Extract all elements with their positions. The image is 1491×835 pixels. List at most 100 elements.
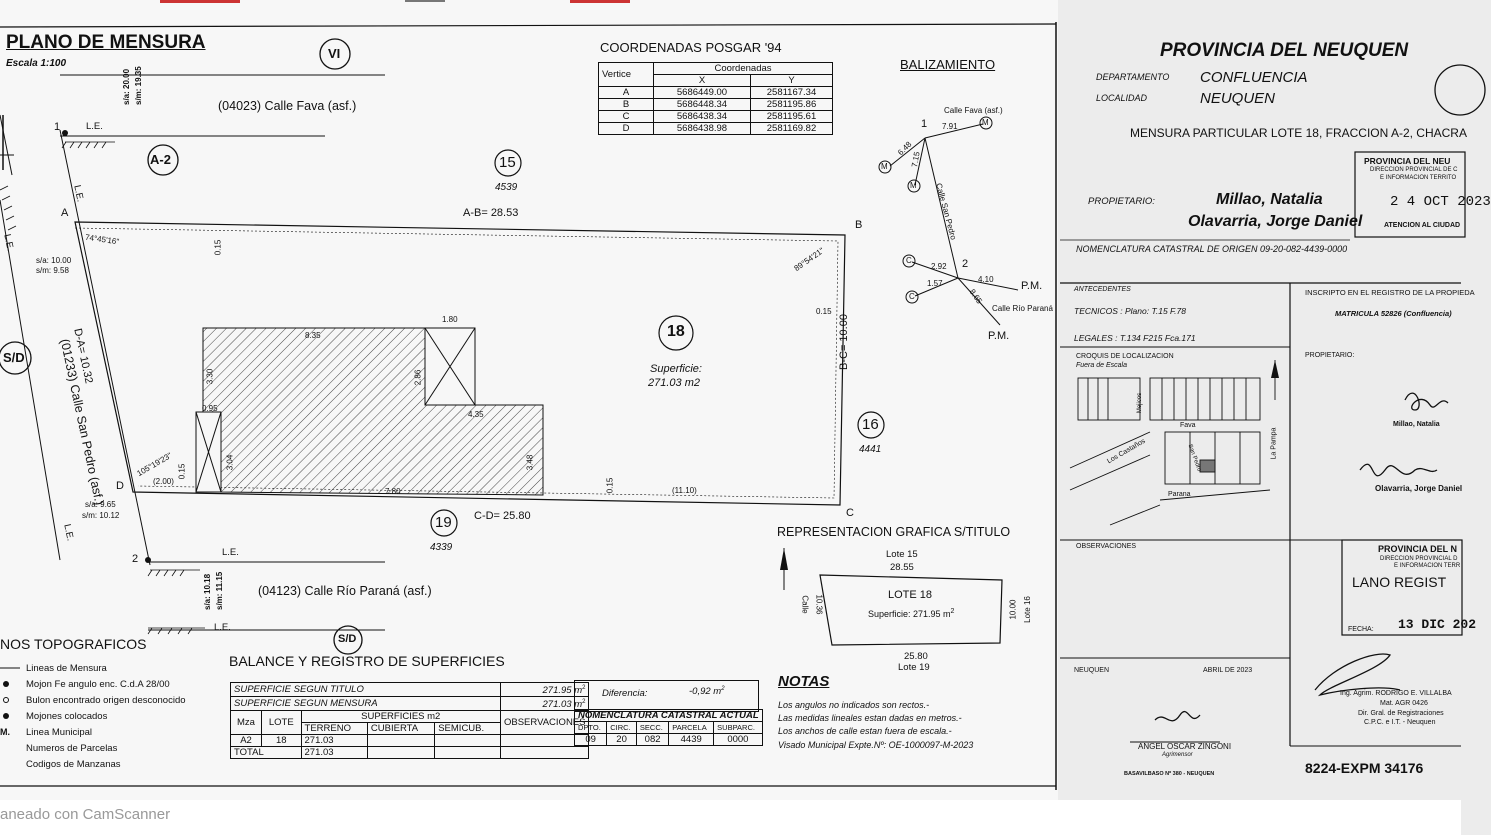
baliz-p1: 1 [921, 118, 928, 130]
street-fava: (04023) Calle Fava (asf.) [218, 99, 357, 113]
coords-header-y: Y [750, 74, 833, 87]
stamp2-line-a: PROVINCIA DEL N [1378, 544, 1458, 554]
graf-top: 28.55 [890, 562, 914, 573]
nom-title: NOMENCLATURA CATASTRAL ACTUAL [574, 709, 763, 722]
dim-835: 8.35 [305, 331, 321, 340]
lote-value: 18 [261, 734, 302, 748]
legend-m-label: M. [0, 727, 10, 737]
villalba-2: Mat. AGR 0426 [1380, 700, 1428, 707]
baliz-fava: Calle Fava (asf.) [944, 106, 1003, 115]
expediente-number: 8224-EXPM 34176 [1305, 760, 1424, 776]
croquis-fava: Fava [1180, 422, 1196, 429]
baliz-c2: C [909, 292, 915, 301]
baliz-p2: 2 [962, 258, 969, 270]
dep-value: CONFLUENCIA [1200, 69, 1308, 86]
loc-value: NEUQUEN [1200, 90, 1276, 107]
terreno-value: 271.03 [300, 734, 368, 748]
nom-h-dpto: DPTO. [573, 721, 608, 734]
graf-sup: Superficie: 271.95 m2 [868, 608, 955, 619]
dim-015-b: 0.15 [816, 307, 832, 316]
h-sup: SUPERFICIES m2 [300, 710, 502, 724]
coords-title: COORDENADAS POSGAR '94 [600, 40, 782, 55]
owner2-label: PROPIETARIO: [1305, 352, 1355, 359]
baliz-c1: C [906, 256, 912, 265]
nom-v-circ: 20 [606, 733, 637, 746]
diferencia-label: Diferencia: [602, 688, 648, 699]
croquis-label: CROQUIS DE LOCALIZACION [1076, 353, 1174, 360]
legales: LEGALES : T.134 F215 Fca.171 [1074, 333, 1196, 343]
graf-lote: LOTE 18 [888, 589, 933, 601]
dim-095: 0.95 [202, 404, 218, 413]
legend-item: Linea Municipal [26, 727, 93, 738]
baliz-pm1: P.M. [1021, 280, 1043, 292]
dim-780: 7.80 [385, 487, 401, 496]
legend-item: Bulon encontrado origen desconocido [26, 695, 186, 706]
inscripto: INSCRIPTO EN EL REGISTRO DE LA PROPIEDA [1305, 288, 1475, 297]
vertex-c: C [846, 507, 854, 519]
baliz-m2: M [881, 162, 888, 171]
agrim-sub: Agrimensor [1162, 752, 1193, 758]
croquis-mejicos: Mejicos [1137, 392, 1144, 414]
mza-value: A2 [230, 734, 262, 748]
vertex-d: D [116, 480, 124, 492]
titulo-label: SUPERFICIE SEGUN TITULO [234, 684, 364, 696]
nom-v-secc: 082 [635, 733, 670, 746]
baliz-292: 2.92 [931, 262, 947, 271]
neuquen-label: NEUQUEN [1074, 667, 1110, 674]
baliz-title: BALIZAMIENTO [900, 57, 996, 72]
nom-h-secc: SECC. [635, 721, 670, 734]
sig-owner-1: Millao, Natalia [1393, 421, 1440, 428]
legend-item: Mojon Fe angulo enc. C.d.A 28/00 [26, 679, 170, 690]
note-line: Las medidas lineales estan dadas en metr… [778, 713, 962, 723]
h-cubierta: CUBIERTA [366, 722, 436, 736]
coords-header-vertice: Vertice [598, 62, 654, 87]
owner-1: Millao, Natalia [1216, 191, 1323, 208]
agrim-name: ANGEL OSCAR ZINGONI [1138, 742, 1232, 751]
stamp2-line-d: LANO REGIST [1352, 574, 1447, 590]
villalba-1: Ing. Agrim. RODRIGO E. VILLALBA [1340, 690, 1452, 697]
villalba-4: C.P.C. e I.T. - Neuquen [1364, 719, 1436, 726]
note-line: Visado Municipal Expte.Nº: OE-1000097-M-… [778, 740, 974, 750]
owner-2: Olavarria, Jorge Daniel [1188, 213, 1363, 230]
block-a2: A-2 [150, 152, 171, 167]
le-top: L.E. [86, 121, 103, 132]
mensura-label: SUPERFICIE SEGUN MENSURA [234, 698, 378, 710]
antecedentes-label: ANTECEDENTES [1074, 286, 1131, 293]
graf-lote15: Lote 15 [886, 549, 918, 560]
owner-label: PROPIETARIO: [1088, 196, 1155, 207]
stamp1-line-a: PROVINCIA DEL NEU [1364, 156, 1451, 166]
baliz-pm2: P.M. [988, 330, 1010, 342]
h-semicub: SEMICUB. [434, 722, 501, 736]
total-label: TOTAL [230, 746, 302, 760]
loc-label: LOCALIDAD [1096, 93, 1148, 103]
dim-330: 3.30 [205, 368, 215, 385]
block-sd-bottom: S/D [338, 633, 357, 645]
vertex-a: A [61, 207, 69, 219]
vertex-b: B [855, 219, 863, 231]
croquis-parana: Parana [1168, 491, 1191, 498]
street-rio-parana: (04123) Calle Río Paraná (asf.) [258, 584, 432, 598]
diferencia-value: -0,92 m2 [689, 686, 725, 698]
nom-v-parcela: 4439 [668, 733, 715, 746]
stamp1-line-b: DIRECCION PROVINCIAL DE C [1370, 167, 1458, 173]
block-vi: VI [328, 46, 341, 61]
h-mza: Mza [230, 710, 262, 736]
baliz-157: 1.57 [927, 279, 943, 288]
nom-origen: NOMENCLATURA CATASTRAL DE ORIGEN 09-20-0… [1076, 244, 1348, 254]
dim-015-a: 0.15 [213, 239, 223, 256]
croquis-pampa: La Pampa [1270, 427, 1278, 460]
legend-item: Numeros de Parcelas [26, 743, 118, 754]
notes-title: NOTAS [778, 673, 830, 690]
lot-number: 18 [667, 323, 685, 340]
cd-label: C-D= 25.80 [474, 510, 531, 522]
dim-015-d: 0.15 [177, 463, 187, 480]
stamp1-line-c: E INFORMACION TERRITO [1380, 175, 1457, 181]
province-title: PROVINCIA DEL NEUQUEN [1160, 40, 1409, 61]
croquis-sub: Fuera de Escala [1076, 362, 1127, 369]
graf-title: REPRESENTACION GRAFICA S/TITULO [777, 525, 1011, 539]
